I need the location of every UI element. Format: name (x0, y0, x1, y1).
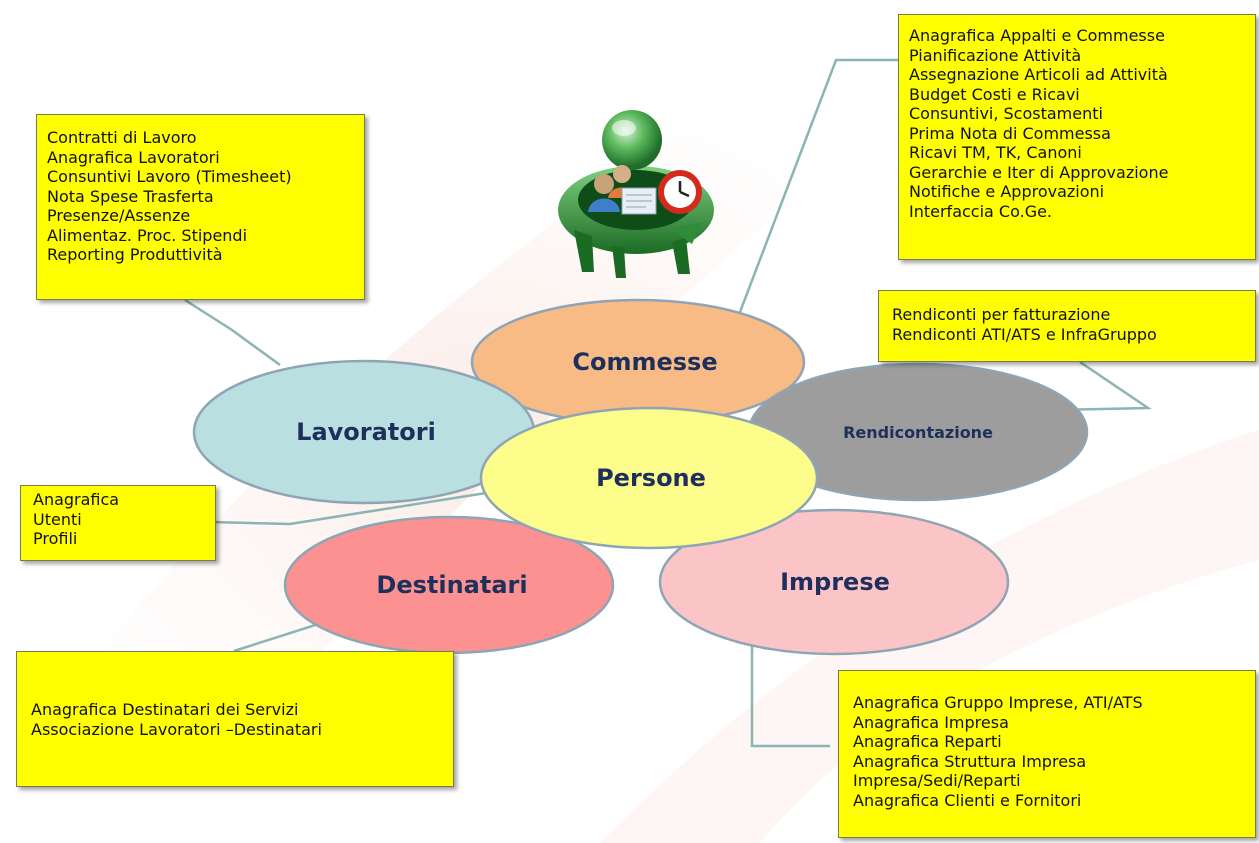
note-persone: Anagrafica Utenti Profili (20, 485, 216, 561)
note-commesse: Anagrafica Appalti e Commesse Pianificaz… (898, 14, 1256, 260)
label-lavoratori: Lavoratori (296, 418, 436, 446)
list-item: Alimentaz. Proc. Stipendi (47, 225, 248, 245)
list-item: Presenze/Assenze (47, 206, 191, 225)
note-imprese-list: Anagrafica Gruppo Imprese, ATI/ATS Anagr… (853, 693, 1255, 810)
note-lavoratori-list: Contratti di Lavoro Anagrafica Lavorator… (47, 128, 364, 265)
note-lavoratori: Contratti di Lavoro Anagrafica Lavorator… (36, 114, 365, 300)
list-item: Ricavi TM, TK, Canoni (909, 143, 1082, 162)
list-item: Impresa/Sedi/Reparti (853, 771, 1021, 790)
list-item: Reporting Produttività (47, 245, 223, 264)
app-logo-icon (552, 102, 720, 278)
list-item: Pianificazione Attività (909, 45, 1082, 65)
label-imprese: Imprese (780, 568, 890, 596)
list-item: Contratti di Lavoro (47, 128, 197, 147)
list-item: Associazione Lavoratori –Destinatari (31, 719, 322, 739)
list-item: Assegnazione Articoli ad Attività (909, 65, 1168, 84)
label-rendicontazione: Rendicontazione (843, 423, 993, 442)
list-item: Rendiconti ATI/ATS e InfraGruppo (892, 324, 1157, 344)
list-item: Anagrafica Appalti e Commesse (909, 26, 1165, 45)
list-item: Budget Costi e Ricavi (909, 84, 1080, 104)
label-persone: Persone (596, 464, 706, 492)
list-item: Consuntivi Lavoro (Timesheet) (47, 167, 292, 186)
list-item: Interfaccia Co.Ge. (909, 201, 1053, 221)
list-item: Anagrafica Gruppo Imprese, ATI/ATS (853, 693, 1143, 712)
list-item: Consuntivi, Scostamenti (909, 104, 1103, 123)
note-commesse-list: Anagrafica Appalti e Commesse Pianificaz… (909, 26, 1255, 221)
list-item: Nota Spese Trasferta (47, 186, 214, 206)
list-item: Profili (33, 529, 78, 548)
label-destinatari: Destinatari (376, 571, 527, 599)
list-item: Anagrafica Clienti e Fornitori (853, 790, 1082, 810)
list-item: Anagrafica (33, 490, 120, 509)
list-item: Anagrafica Destinatari dei Servizi (31, 700, 299, 719)
note-persone-list: Anagrafica Utenti Profili (33, 490, 215, 549)
note-rendicontazione-list: Rendiconti per fatturazione Rendiconti A… (892, 305, 1255, 344)
connector-rendicontazione (1052, 360, 1152, 412)
note-destinatari-list: Anagrafica Destinatari dei Servizi Assoc… (31, 700, 453, 739)
connector-commesse (738, 58, 898, 313)
list-item: Notifiche e Approvazioni (909, 182, 1105, 201)
note-rendicontazione: Rendiconti per fatturazione Rendiconti A… (878, 290, 1256, 362)
ellipse-imprese[interactable] (658, 508, 1010, 656)
note-destinatari: Anagrafica Destinatari dei Servizi Assoc… (16, 651, 454, 787)
list-item: Rendiconti per fatturazione (892, 305, 1111, 324)
list-item: Prima Nota di Commessa (909, 123, 1111, 143)
list-item: Anagrafica Struttura Impresa (853, 751, 1087, 771)
connector-lavoratori (184, 298, 281, 367)
list-item: Anagrafica Lavoratori (47, 147, 220, 167)
connector-imprese (750, 622, 830, 748)
list-item: Gerarchie e Iter di Approvazione (909, 162, 1169, 182)
list-item: Utenti (33, 509, 82, 529)
note-imprese: Anagrafica Gruppo Imprese, ATI/ATS Anagr… (838, 670, 1256, 838)
connector-persone (209, 488, 506, 526)
label-commesse: Commesse (572, 348, 717, 376)
list-item: Anagrafica Impresa (853, 712, 1009, 732)
list-item: Anagrafica Reparti (853, 732, 1002, 751)
ellipse-persone[interactable] (479, 406, 819, 550)
